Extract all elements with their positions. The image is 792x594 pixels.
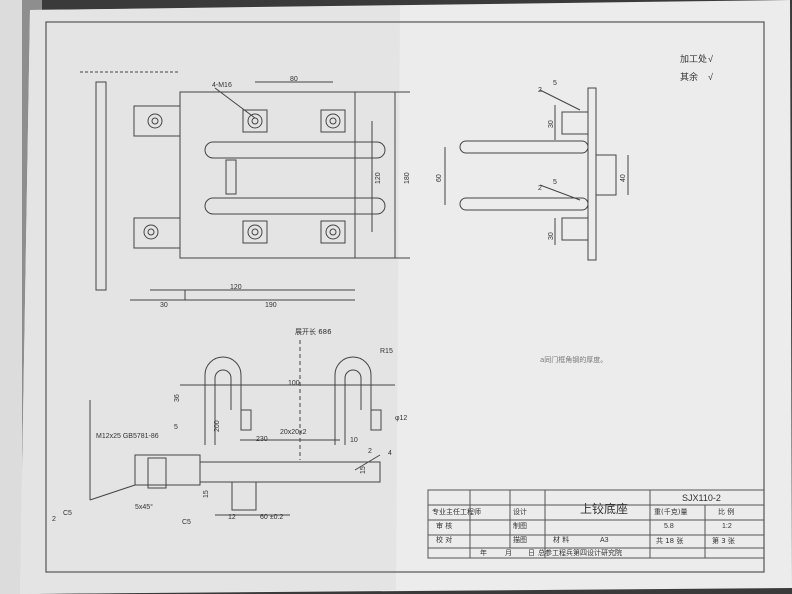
role-chief-engineer: 专业主任工程师 [432, 508, 481, 516]
weld-label-2: 2 [368, 448, 372, 455]
drawing-title: 上铰底座 [580, 502, 629, 516]
sheet-number: 第 3 张 [712, 537, 735, 545]
dim-180: 180 [404, 172, 411, 184]
weld-size-5-mid: 5 [553, 179, 557, 186]
role-design: 设计 [513, 508, 527, 516]
sheets-total: 共 18 张 [656, 537, 684, 545]
weld-size-2-mid: 2 [538, 185, 542, 192]
dim-230: 230 [256, 436, 268, 443]
side-dim-40: 40 [620, 174, 627, 182]
weld-label-2-left: 2 [52, 516, 56, 523]
weld-size-2-top: 2 [538, 87, 542, 94]
finish-rest-label: 其余 [680, 73, 699, 83]
dim-12: 12 [228, 514, 236, 521]
side-dim-30-top: 30 [548, 120, 555, 128]
date-month: 月 [505, 549, 512, 557]
finish-rest-symbol: √ [708, 72, 713, 82]
weight-label: 重(千克)量 [654, 508, 688, 516]
weld-label-4: 4 [388, 450, 392, 457]
dim-200: 200 [214, 420, 221, 432]
date-year: 年 [480, 549, 487, 557]
radius-label: R15 [380, 348, 393, 355]
finish-machined-label: 加工处 [680, 55, 708, 65]
role-review: 审 核 [436, 522, 453, 530]
bolt-spec-label: 4-M16 [212, 82, 232, 89]
scale-value: 1:2 [722, 523, 732, 530]
bolt-standard-label: M12x25 GB5781-86 [96, 433, 159, 440]
side-dim-60: 60 [436, 174, 443, 182]
dim-190: 190 [265, 302, 277, 309]
unfold-length-label: 展开长 686 [295, 328, 332, 336]
side-dim-30-bottom: 30 [548, 232, 555, 240]
material-label: 材 料 [553, 536, 570, 544]
dim-phi12: φ12 [395, 415, 408, 422]
finish-machined-symbol: √ [708, 54, 713, 64]
role-check: 校 对 [436, 536, 453, 544]
institute-name: 总参工程兵第四设计研究院 [538, 549, 622, 557]
weld-label-c5-left: C5 [63, 510, 72, 517]
weight-value: 5.8 [664, 523, 674, 530]
weld-size-5-top: 5 [553, 80, 557, 87]
dim-36: 36 [174, 394, 181, 402]
drawing-number: SJX110-2 [682, 493, 721, 503]
dim-100: 100 [288, 380, 300, 387]
dim-15-left: 15 [203, 490, 210, 498]
dim-120-right: 120 [375, 172, 382, 184]
date-day: 日 [528, 549, 535, 557]
weld-label-5: 5 [174, 424, 178, 431]
dim-120-bottom: 120 [230, 284, 242, 291]
dim-60-tol: 60 ±0.2 [260, 514, 284, 521]
dim-15-right: 15 [360, 466, 367, 474]
dim-80: 80 [290, 76, 298, 83]
chamfer-label: 5x45° [135, 504, 153, 511]
material-note: a同门框角钢的厚度。 [540, 356, 608, 364]
role-trace: 描图 [513, 536, 527, 544]
material-value: A3 [600, 537, 609, 544]
dim-10: 10 [350, 437, 358, 444]
role-draft: 制图 [513, 522, 527, 530]
weld-label-c5-bottom: C5 [182, 519, 191, 526]
dim-30: 30 [160, 302, 168, 309]
scale-label: 比 例 [718, 508, 735, 516]
dim-angle-steel: 20x20x2 [280, 429, 307, 436]
